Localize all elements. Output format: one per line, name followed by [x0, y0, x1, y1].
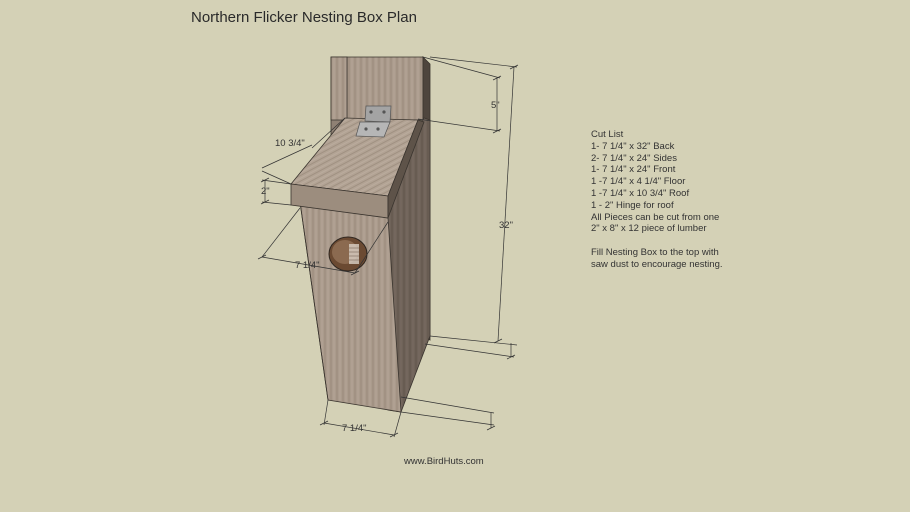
entrance-hole — [328, 236, 368, 272]
cut-list-spacer — [591, 235, 723, 247]
cut-list-item: 1- 7 1/4" x 32" Back — [591, 140, 675, 152]
cut-list-item: 2" x 8" x 12 piece of lumber — [591, 223, 707, 235]
cut-list-item: 1 -7 1/4" x 10 3/4" Roof — [591, 187, 690, 199]
roof-board — [290, 117, 425, 219]
hinge-icon — [355, 105, 392, 138]
website-link[interactable]: www.BirdHuts.com — [404, 456, 484, 467]
cut-list-item: All Pieces can be cut from one — [591, 211, 720, 223]
cut-list-item: 2- 7 1/4" x 24" Sides — [591, 152, 677, 164]
cut-list-heading: Cut List — [591, 129, 624, 140]
roof-thickness-label: 2" — [261, 186, 270, 197]
front-board — [299, 201, 402, 413]
cut-list: Cut List 1- 7 1/4" x 32" Back 2- 7 1/4" … — [591, 129, 723, 271]
nesting-note-line: Fill Nesting Box to the top with — [591, 246, 719, 258]
diagram-title: Northern Flicker Nesting Box Plan — [191, 9, 417, 26]
front-width-upper-label: 7 1/4" — [295, 260, 320, 271]
cut-list-item: 1 -7 1/4" x 4 1/4" Floor — [591, 176, 686, 188]
dimension-lines — [257, 56, 519, 438]
total-height-label: 32" — [499, 220, 513, 231]
cut-list-item: 1 - 2" Hinge for roof — [591, 199, 674, 211]
back-extension-label: 5" — [491, 100, 500, 111]
nesting-note-line: saw dust to encourage nesting. — [591, 258, 723, 270]
cut-list-item: 1- 7 1/4" x 24" Front — [591, 164, 676, 176]
front-width-lower-label: 7 1/4" — [342, 423, 367, 434]
roof-depth-label: 10 3/4" — [275, 138, 305, 149]
